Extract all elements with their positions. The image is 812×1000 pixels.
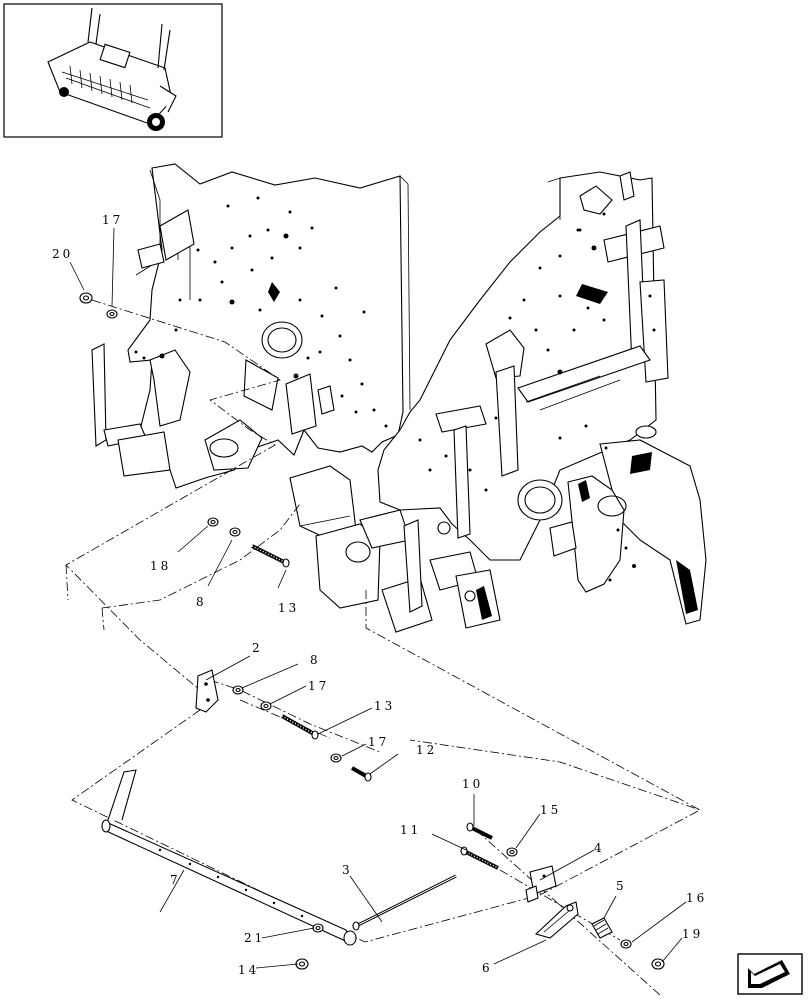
bolt-part-10[interactable] xyxy=(466,822,493,840)
callout-18: 18 xyxy=(150,559,171,573)
washer-part-8-upper[interactable] xyxy=(229,527,241,537)
callout-17-lower: 17 xyxy=(368,735,389,749)
bolt-part-12[interactable] xyxy=(351,766,372,782)
washer-part-17-lower[interactable] xyxy=(330,753,342,763)
callout-3: 3 xyxy=(342,863,353,877)
callout-13-lower: 13 xyxy=(374,699,395,713)
leader-lines xyxy=(69,227,687,969)
callout-8-upper: 8 xyxy=(196,595,207,609)
callout-17-top: 17 xyxy=(102,213,123,227)
spring-part-5[interactable] xyxy=(591,917,613,939)
right-side-sheet[interactable] xyxy=(377,171,707,625)
bolt-part-11[interactable] xyxy=(460,846,499,870)
nut-part-19[interactable] xyxy=(651,958,665,970)
bolt-part-13-upper[interactable] xyxy=(251,544,290,568)
baler-thumbnail-icon xyxy=(47,7,177,131)
washer-part-17[interactable] xyxy=(260,701,272,711)
callout-7: 7 xyxy=(170,873,181,887)
callout-17-mid: 17 xyxy=(308,679,329,693)
callout-8-lower: 8 xyxy=(310,653,321,667)
callout-14: 14 xyxy=(238,963,259,977)
callout-2: 2 xyxy=(252,641,263,655)
washer-part-15[interactable] xyxy=(506,847,518,857)
bracket-part-4[interactable] xyxy=(525,865,557,903)
callout-12: 12 xyxy=(416,743,437,757)
washer-part-16[interactable] xyxy=(620,939,632,949)
callout-6: 6 xyxy=(482,961,493,975)
washer-part-21[interactable] xyxy=(312,923,324,933)
shaft-part-7[interactable] xyxy=(101,769,357,946)
callout-4: 4 xyxy=(594,841,605,855)
callout-16: 16 xyxy=(686,891,707,905)
callout-20: 20 xyxy=(52,247,73,261)
washer-part-18[interactable] xyxy=(207,517,219,527)
rod-part-3[interactable] xyxy=(352,874,457,931)
left-side-sheet[interactable] xyxy=(91,163,411,489)
latch-part-6[interactable] xyxy=(534,901,579,939)
nut-part-20[interactable] xyxy=(79,292,93,304)
callout-21: 21 xyxy=(244,931,265,945)
callout-19: 19 xyxy=(682,927,703,941)
callout-11: 11 xyxy=(400,823,421,837)
callout-5: 5 xyxy=(616,879,627,893)
callout-15: 15 xyxy=(540,803,561,817)
callout-labels: 20 17 18 8 13 2 8 17 13 17 12 10 15 11 4… xyxy=(52,213,707,977)
washer-part-17-top[interactable] xyxy=(106,309,118,319)
next-page-button[interactable] xyxy=(737,953,803,995)
washer-part-8[interactable] xyxy=(232,685,244,695)
bolt-part-13[interactable] xyxy=(281,714,319,740)
plate-part-2[interactable] xyxy=(195,669,219,713)
next-page-arrow-icon xyxy=(748,960,790,988)
callout-10: 10 xyxy=(462,777,483,791)
callout-13-upper: 13 xyxy=(278,601,299,615)
overview-thumbnail[interactable] xyxy=(3,3,223,138)
center-bearing-assembly[interactable] xyxy=(289,465,501,633)
